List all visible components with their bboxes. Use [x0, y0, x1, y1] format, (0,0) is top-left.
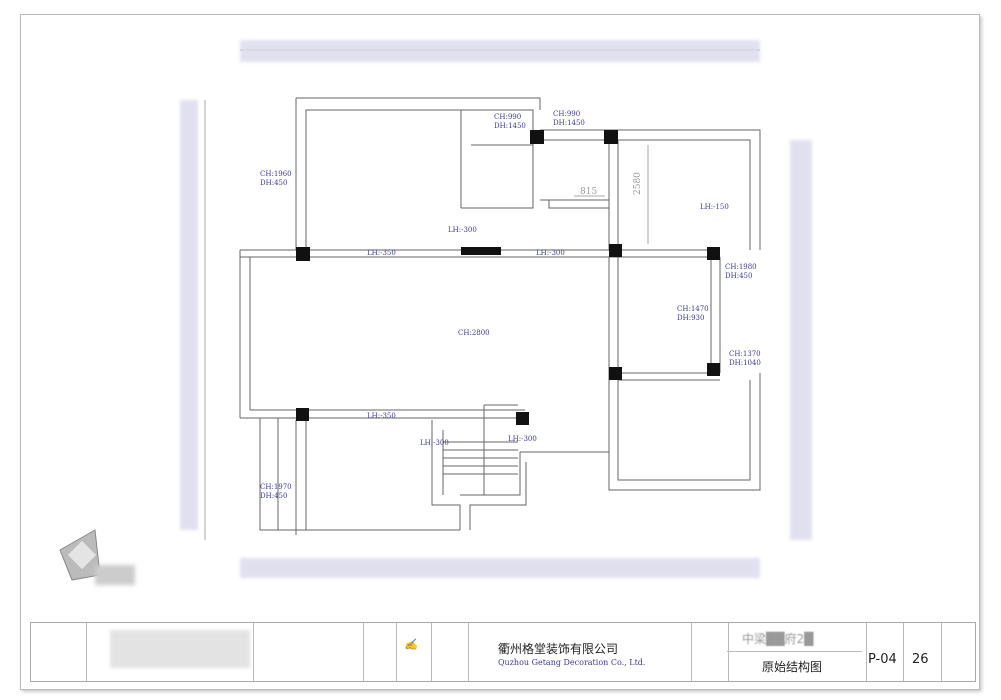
blurred-dimensions — [790, 140, 812, 540]
dimension-line — [204, 49, 760, 540]
wall — [461, 109, 761, 250]
room-label: CH:1470 DH:930 — [677, 305, 709, 322]
column — [461, 247, 501, 255]
wall — [239, 250, 525, 419]
staircase — [431, 404, 609, 530]
room-label: LH:-300 — [536, 249, 565, 257]
room-label: LH:-300 — [420, 439, 449, 447]
wall — [295, 97, 541, 250]
blurred-dimensions — [240, 558, 760, 578]
dimension-label: 815 — [580, 187, 598, 197]
room-label: CH:1960 DH:450 — [260, 170, 292, 187]
room-label: CH:1980 DH:450 — [725, 263, 757, 280]
drawing-frame — [20, 14, 980, 690]
blurred-dimensions — [240, 40, 760, 62]
title-block — [30, 622, 976, 682]
wall — [608, 257, 761, 491]
room-label: CH:1970 DH:450 — [260, 483, 292, 500]
sheet-count: 26 — [912, 652, 929, 667]
room-label: CH:990 DH:1450 — [494, 113, 526, 130]
project-name: 中梁██府2█ — [742, 632, 814, 646]
room-label: LH:-300 — [508, 435, 537, 443]
columns — [296, 130, 720, 425]
company-name-cn: 衢州格堂装饰有限公司 — [498, 642, 619, 656]
room-label: LH:-350 — [367, 412, 396, 420]
blurred-info — [110, 630, 250, 668]
column — [604, 130, 618, 144]
column — [609, 244, 622, 257]
room-label: LH:-350 — [367, 249, 396, 257]
room-label: LH:-300 — [448, 226, 477, 234]
company-name-en: Quzhou Getang Decoration Co., Ltd. — [498, 658, 646, 667]
column — [530, 130, 544, 144]
column — [296, 408, 309, 421]
column — [609, 367, 622, 380]
column — [296, 247, 310, 261]
drawing-title: 原始结构图 — [762, 660, 823, 674]
page-number: P-04 — [868, 652, 897, 667]
blurred-dimensions — [180, 100, 198, 530]
room-label: CH:2800 — [458, 329, 490, 337]
column — [707, 363, 720, 376]
room-label: CH:1370 DH:1040 — [729, 350, 761, 367]
column — [516, 412, 529, 425]
room-label: CH:990 DH:1450 — [553, 110, 585, 127]
column — [707, 247, 720, 260]
room-label: LH:-150 — [700, 203, 729, 211]
signature: ✍ — [404, 638, 418, 651]
wall — [259, 418, 460, 535]
